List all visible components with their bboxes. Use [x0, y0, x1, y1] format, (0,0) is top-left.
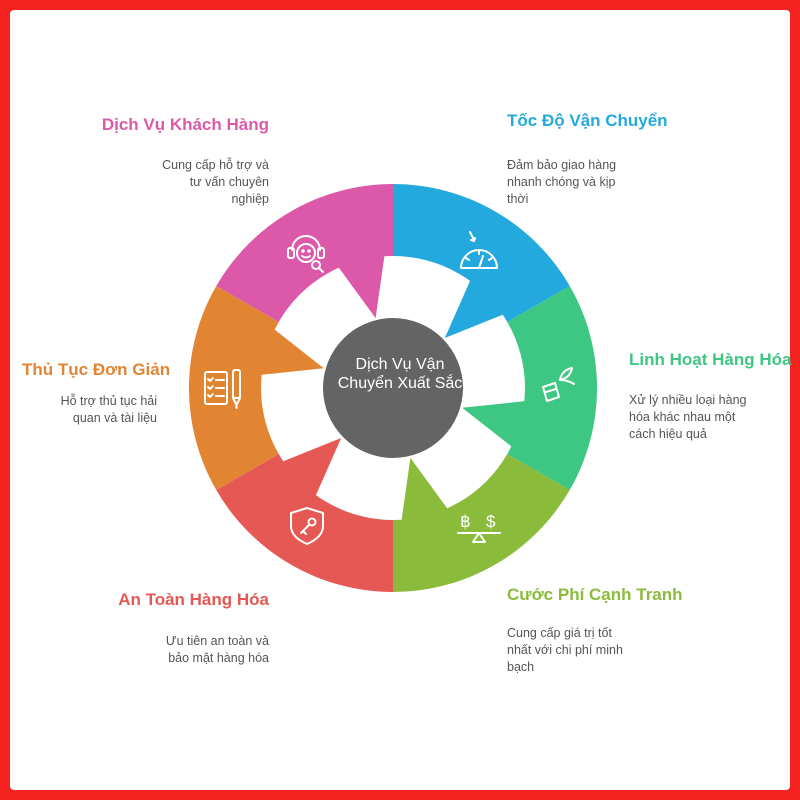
segment-speed: [393, 184, 570, 322]
arrow-procedure: [255, 325, 324, 376]
segment-safety: [216, 454, 393, 592]
competitive-price-title: Cước Phí Cạnh Tranh: [507, 585, 683, 604]
cargo-flexibility-desc: Xử lý nhiều loại hàng hóa khác nhau một …: [629, 393, 747, 441]
center-title: Dịch Vụ Vận Chuyển Xuất Sắc: [337, 356, 463, 392]
cargo-flexibility-title: Linh Hoạt Hàng Hóa: [629, 350, 792, 369]
competitive-price-desc: Cung cấp giá trị tốt nhất với chi phí mi…: [507, 626, 623, 674]
customer-support-icon: [287, 235, 325, 273]
arrow-speed: [444, 274, 509, 338]
simple-procedure-desc: Hỗ trợ thủ tục hải quan và tài liệu: [60, 394, 157, 425]
segment-price: [393, 454, 570, 592]
segment-flexibility: [507, 286, 598, 490]
arrow-price: [400, 457, 452, 527]
checklist-pen-icon: [204, 369, 241, 409]
cargo-safety-title: An Toàn Hàng Hóa: [118, 590, 269, 609]
speedometer-icon: [460, 231, 498, 269]
arrow-customer: [334, 249, 386, 319]
customer-service-title: Dịch Vụ Khách Hàng: [101, 115, 269, 134]
shipping-speed-title: Tốc Độ Vận Chuyển: [507, 111, 668, 130]
simple-procedure-title: Thủ Tục Đơn Giản: [22, 360, 171, 379]
svg-text:$: $: [486, 512, 496, 531]
arrow-safety: [277, 438, 342, 502]
shield-key-icon: [290, 507, 324, 545]
cargo-safety-desc: Ưu tiên an toàn và bảo mật hàng hóa: [165, 634, 269, 665]
center-circle: [323, 318, 463, 458]
svg-text:฿: ฿: [460, 512, 471, 531]
cargo-leaf-icon: [542, 367, 575, 402]
shipping-speed-desc: Đảm bảo giao hàng nhanh chóng và kịp thờ…: [507, 158, 617, 206]
segment-customer: [216, 183, 393, 322]
customer-service-desc: Cung cấp hỗ trợ và tư vấn chuyên nghiệp: [162, 158, 269, 206]
arrow-flexibility: [462, 400, 531, 451]
currency-balance-icon: ฿ $: [457, 512, 501, 543]
